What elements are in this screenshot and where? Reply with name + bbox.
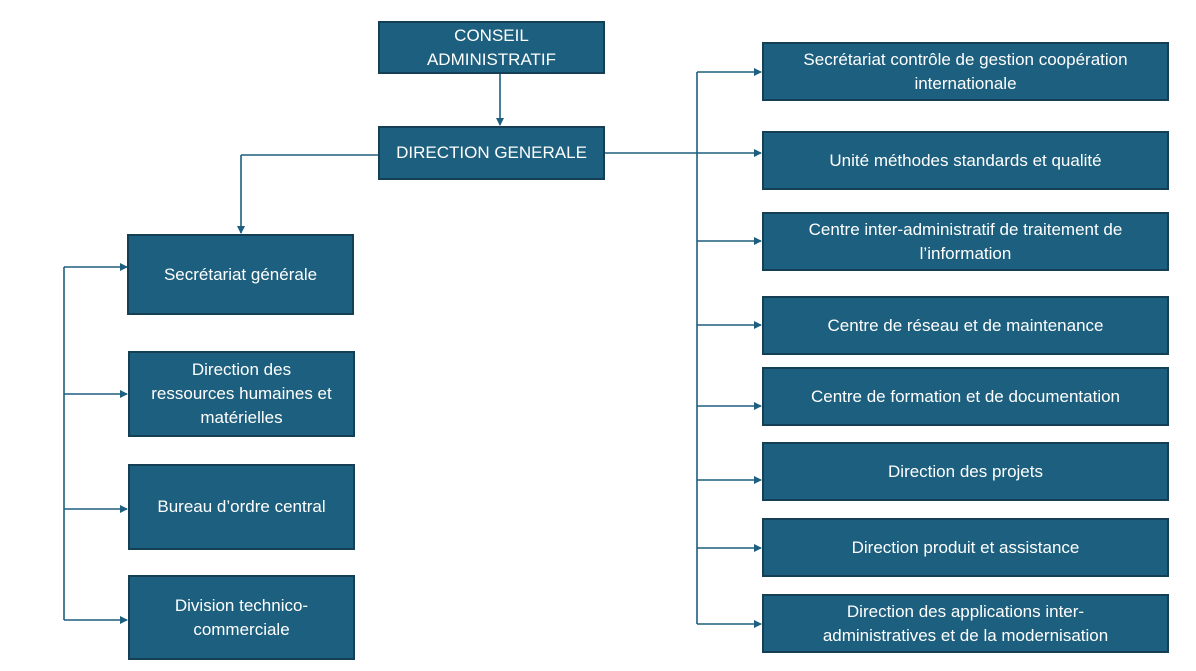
direction-generale-label: DIRECTION GENERALE <box>396 143 587 162</box>
right-unit-6-label: Direction des projets <box>888 461 1043 481</box>
right-unit-7-label: Direction produit et assistance <box>851 537 1080 557</box>
direction-generale-box: DIRECTION GENERALE <box>378 126 605 180</box>
right-unit-7-box: Direction produit et assistance <box>762 518 1169 577</box>
right-unit-6-box: Direction des projets <box>762 442 1169 501</box>
right-unit-4-label: Centre de réseau et de maintenance <box>827 315 1104 335</box>
left-unit-3-label: Bureau d’ordre central <box>157 497 326 516</box>
right-unit-8-label: Direction des applications inter- admini… <box>822 601 1109 645</box>
left-unit-2-label: Direction des ressources humaines et mat… <box>151 360 332 427</box>
left-unit-2-box: Direction des ressources humaines et mat… <box>128 351 355 437</box>
right-unit-5-label: Centre de formation et de documentation <box>810 386 1121 406</box>
left-unit-4-label: Division technico- commerciale <box>174 595 309 639</box>
right-unit-1-label: Secrétariat contrôle de gestion coopérat… <box>803 49 1128 93</box>
right-unit-4-box: Centre de réseau et de maintenance <box>762 296 1169 355</box>
right-unit-8-box: Direction des applications inter- admini… <box>762 594 1169 653</box>
right-unit-2-box: Unité méthodes standards et qualité <box>762 131 1169 190</box>
left-unit-3-box: Bureau d’ordre central <box>128 464 355 550</box>
left-unit-1-label: Secrétariat générale <box>163 264 318 284</box>
left-unit-4-box: Division technico- commerciale <box>128 575 355 660</box>
right-unit-5-box: Centre de formation et de documentation <box>762 367 1169 426</box>
right-unit-3-label: Centre inter-administratif de traitement… <box>808 219 1123 263</box>
right-unit-2-label: Unité méthodes standards et qualité <box>829 150 1102 170</box>
conseil-administratif-box: CONSEIL ADMINISTRATIF <box>378 21 605 74</box>
right-unit-1-box: Secrétariat contrôle de gestion coopérat… <box>762 42 1169 101</box>
conseil-administratif-label: CONSEIL ADMINISTRATIF <box>426 25 557 69</box>
right-unit-3-box: Centre inter-administratif de traitement… <box>762 212 1169 271</box>
left-unit-1-box: Secrétariat générale <box>127 234 354 315</box>
